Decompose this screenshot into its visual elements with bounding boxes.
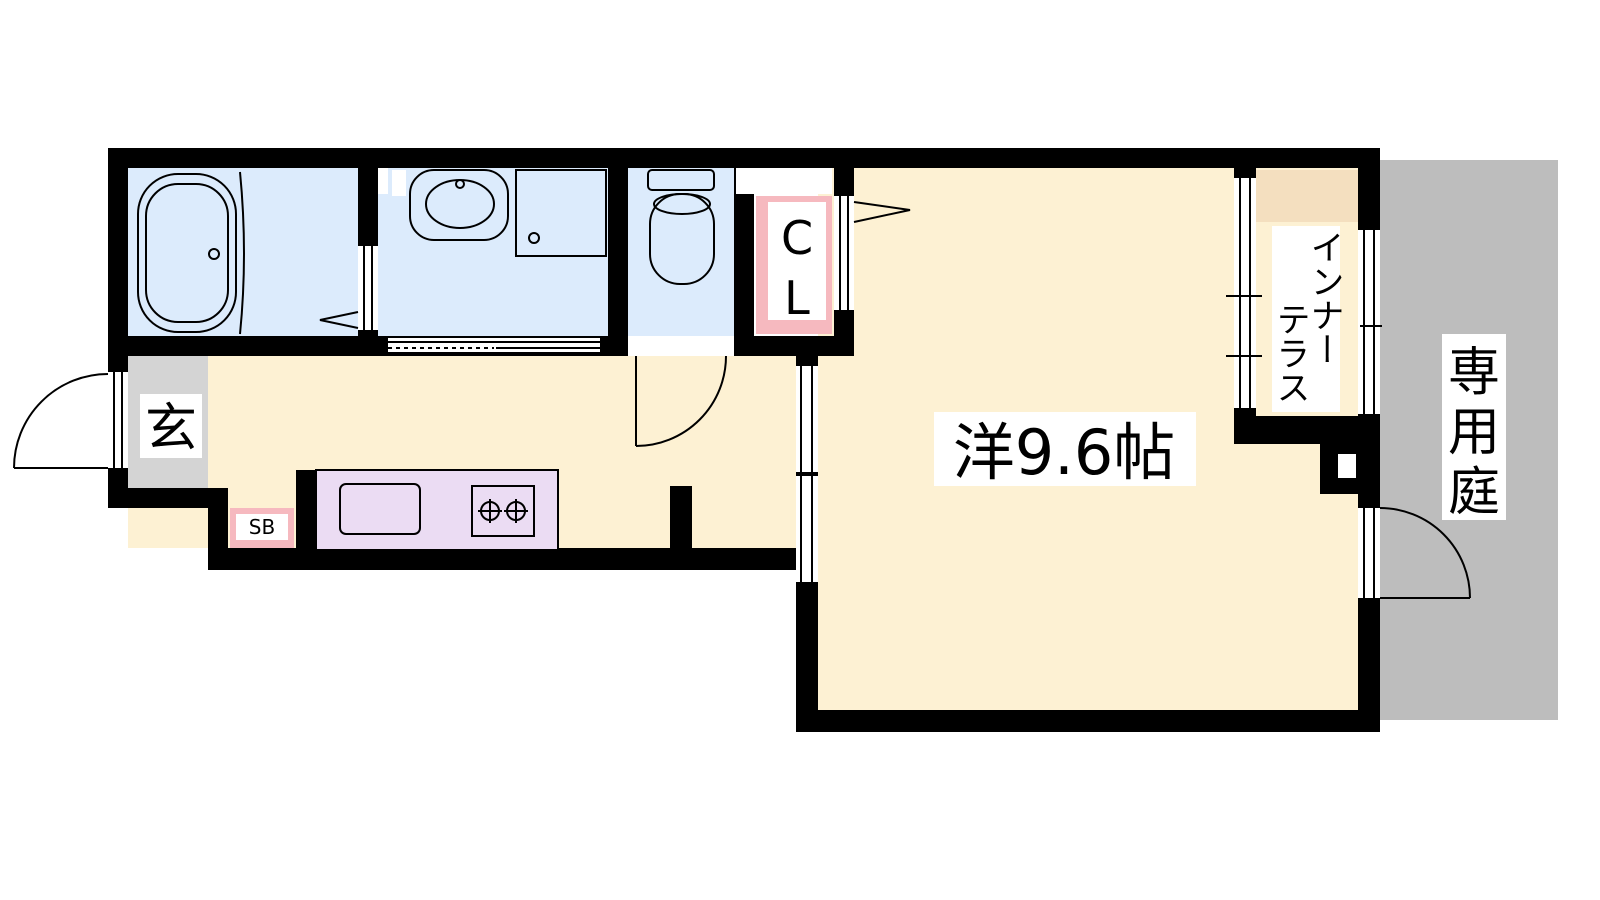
terrace-shelf bbox=[1256, 170, 1358, 222]
closet-label-line2: L bbox=[784, 271, 810, 325]
terrace-label-bg bbox=[1272, 226, 1340, 412]
stove bbox=[471, 485, 535, 537]
bathtub bbox=[137, 171, 245, 335]
closet-inner bbox=[768, 202, 826, 320]
terrace-label-line2: テラス bbox=[1270, 302, 1310, 404]
shoebox-label: SB bbox=[249, 515, 275, 539]
entrance-label: 玄 bbox=[145, 399, 197, 459]
washroom-floor bbox=[378, 168, 608, 336]
door-swing-bath bbox=[319, 311, 359, 329]
window-sashes bbox=[113, 178, 1382, 598]
toilet bbox=[647, 169, 715, 285]
shoebox-label-bg bbox=[236, 514, 288, 540]
garden-label-char-3: 庭 bbox=[1448, 463, 1500, 523]
toilet-floor bbox=[628, 168, 734, 336]
washbasin bbox=[409, 169, 509, 241]
main-room-label: 洋9.6帖 bbox=[953, 416, 1176, 489]
main-room-label-bg bbox=[934, 412, 1196, 486]
closet-label-line1: C bbox=[781, 211, 813, 265]
kitchen-sink bbox=[339, 483, 421, 535]
garden-door bbox=[1379, 507, 1471, 599]
entrance-label-bg bbox=[140, 394, 202, 458]
entrance-door bbox=[13, 373, 109, 469]
garden-label-char-2: 用 bbox=[1448, 403, 1500, 463]
garden-label-char-1: 専 bbox=[1448, 343, 1500, 403]
door-swing-closet bbox=[853, 201, 911, 223]
toilet-door bbox=[635, 355, 727, 447]
terrace-label-line1: インナー bbox=[1304, 230, 1344, 366]
washing-machine-pan bbox=[515, 169, 607, 257]
garden-label-bg bbox=[1442, 334, 1506, 520]
kitchen-wall-pier bbox=[296, 470, 316, 550]
